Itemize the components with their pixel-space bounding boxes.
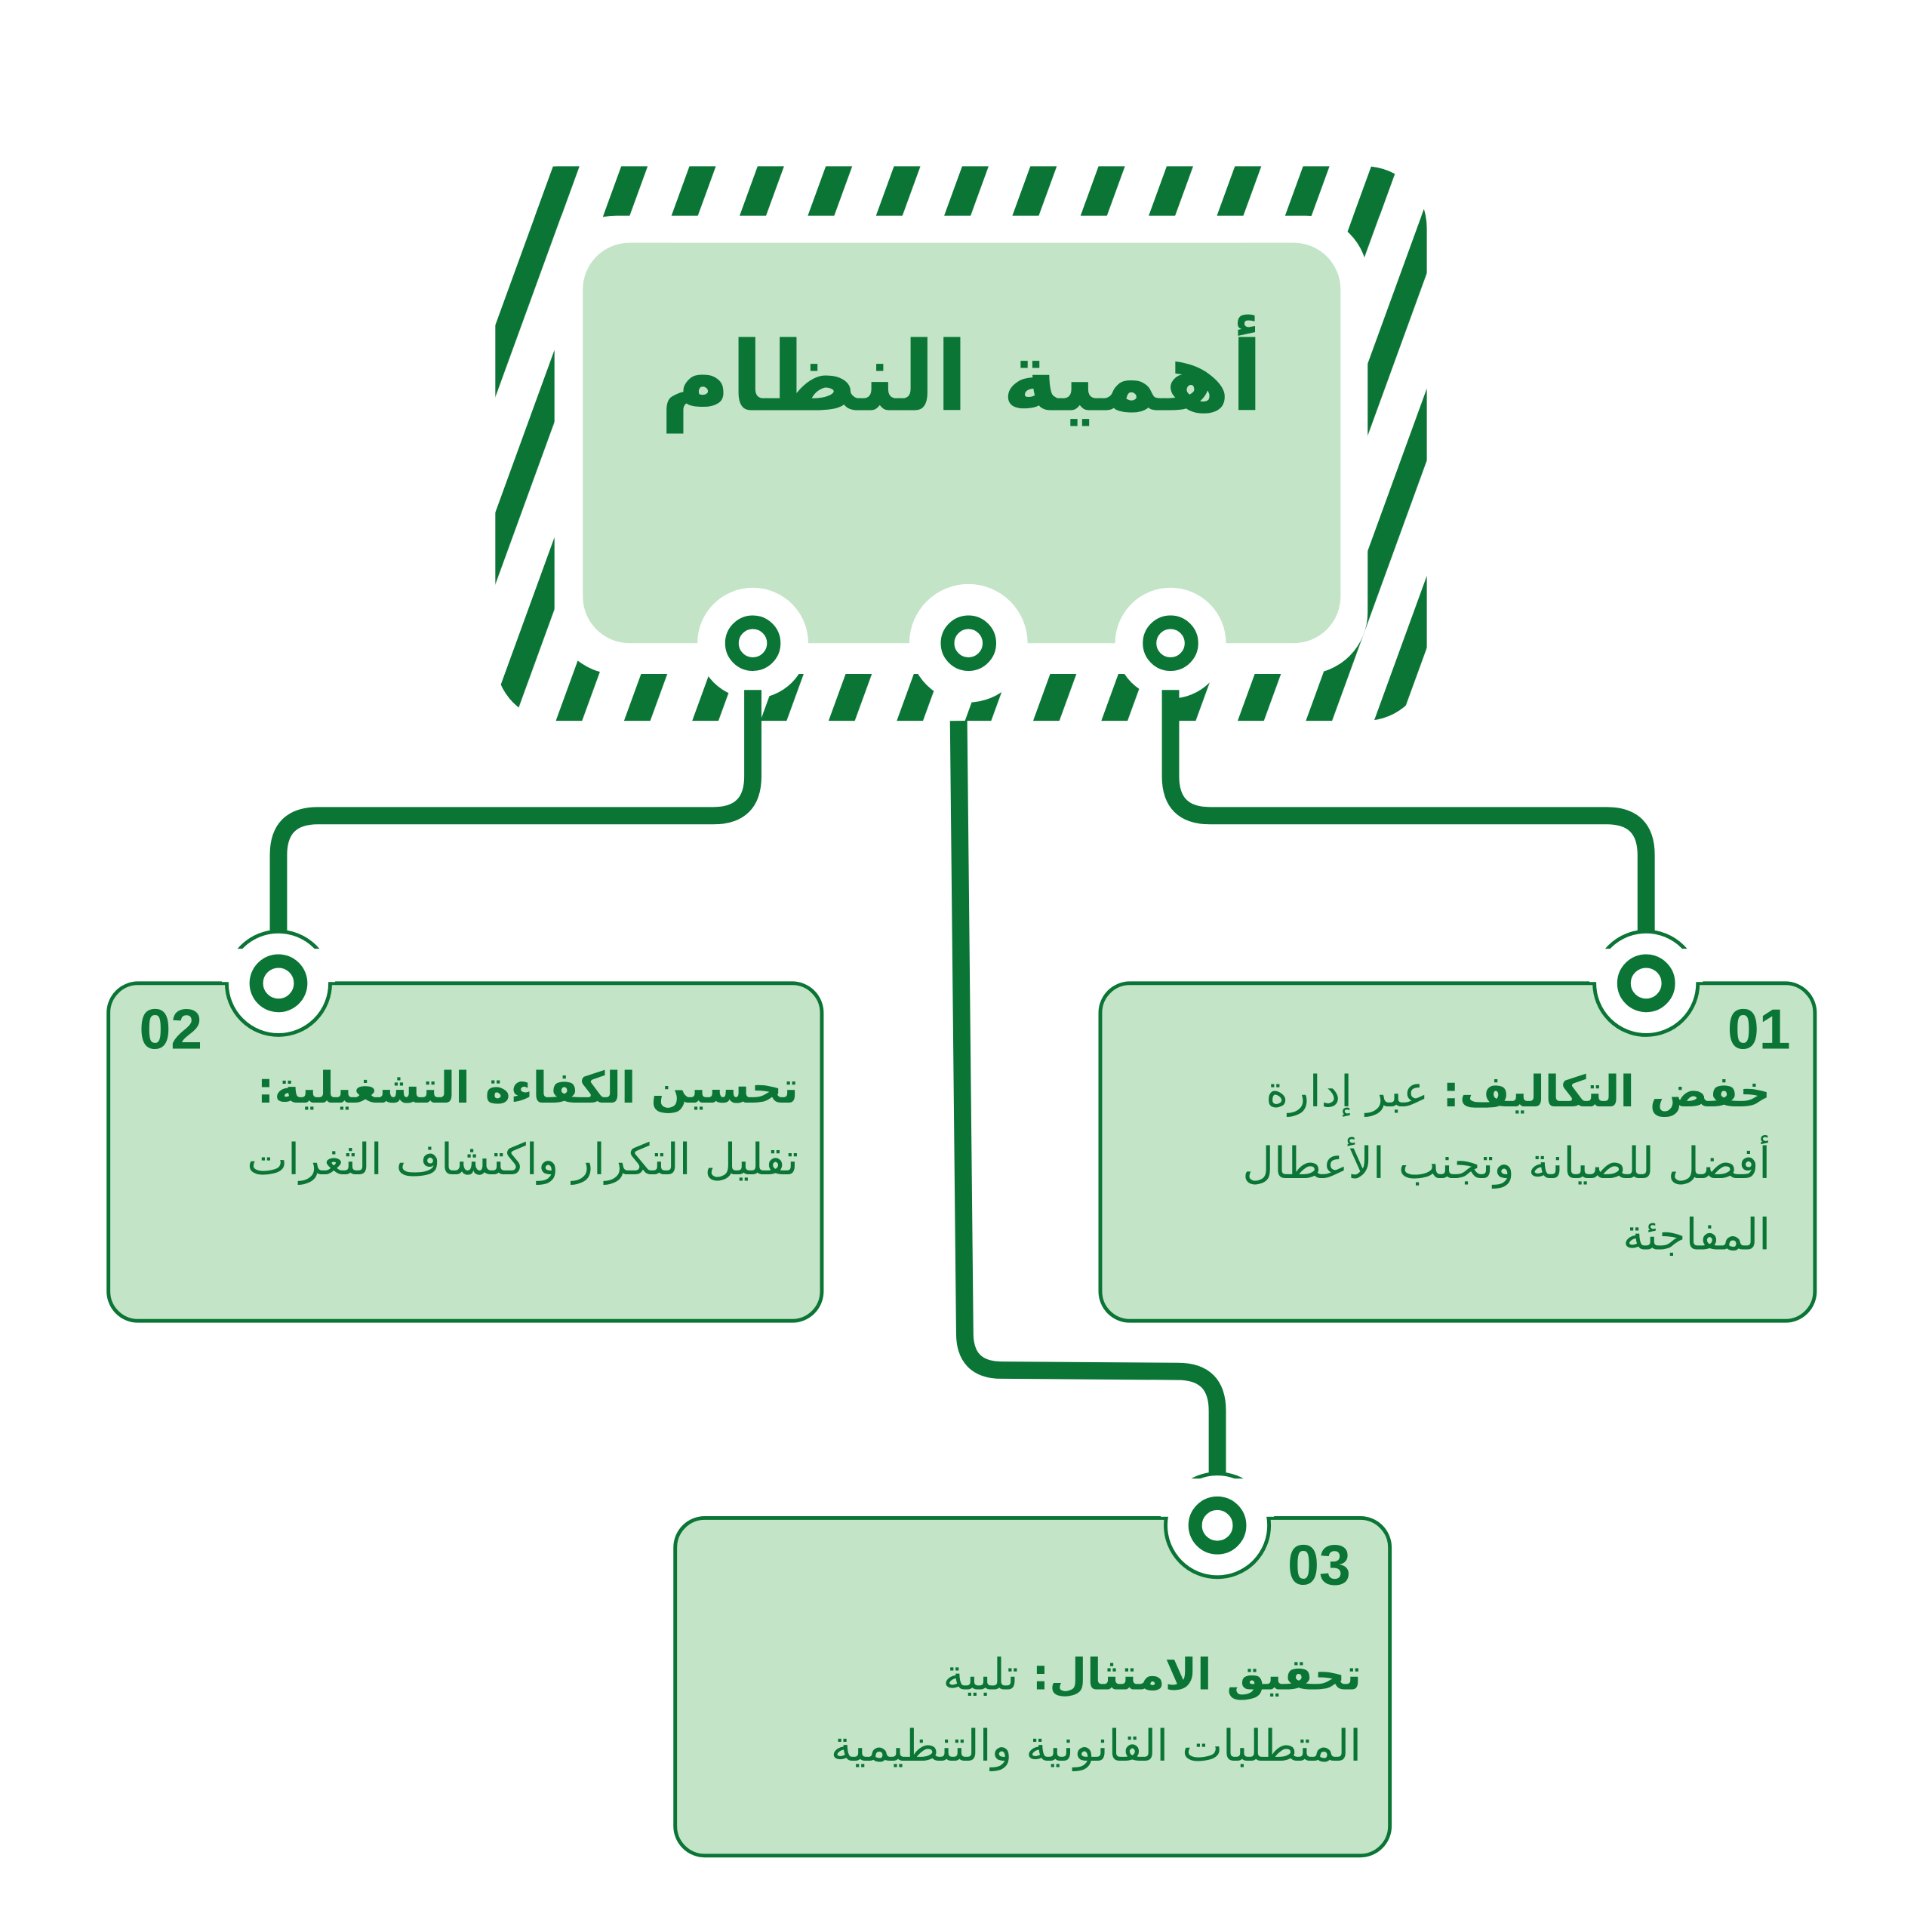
card-01-line: المفاجئة	[1623, 1211, 1771, 1261]
card-02-line: تقليل التكرار واكتشاف الثغرات	[247, 1136, 798, 1186]
node-icon	[1188, 1496, 1247, 1555]
card-01-line: أفضل للصيانة وتجنب الأعطال	[1242, 1140, 1771, 1189]
node-icon	[940, 615, 996, 671]
card-03-number: 03	[1287, 1533, 1351, 1597]
connector-01	[1161, 690, 1655, 940]
card-01-line: عبر إدارة	[1266, 1068, 1443, 1118]
node-icon	[1143, 615, 1198, 671]
card-01-number: 01	[1727, 996, 1791, 1061]
card-02-number: 02	[139, 996, 203, 1061]
card-03	[673, 1515, 1392, 1858]
card-02-text: تحسين الكفاءة التشغيلية: تقليل التكرار و…	[247, 1054, 798, 1196]
connector-03	[949, 720, 1226, 1494]
connectors	[269, 690, 1655, 1494]
card-03-line: تلبية	[943, 1651, 1032, 1701]
connector-02	[269, 690, 761, 940]
card-03-text: تحقيق الامتثال: تلبية المتطلبات القانوني…	[831, 1640, 1361, 1783]
node-icon	[249, 954, 308, 1013]
diagram-title: أهمية النظام	[660, 322, 1264, 434]
node-icon	[1617, 954, 1675, 1013]
card-02	[106, 981, 824, 1323]
card-01-heading: خفض التكاليف:	[1442, 1068, 1771, 1118]
card-02-heading: تحسين الكفاءة التشغيلية:	[257, 1064, 798, 1114]
card-03-heading: تحقيق الامتثال:	[1032, 1651, 1362, 1701]
card-01	[1098, 981, 1817, 1323]
card-03-line: المتطلبات القانونية والتنظيمية	[830, 1722, 1362, 1772]
title-nodes	[724, 615, 1198, 671]
node-icon	[724, 615, 781, 671]
card-01-text: خفض التكاليف: عبر إدارة أفضل للصيانة وتج…	[1242, 1057, 1770, 1272]
title-box	[583, 242, 1341, 644]
